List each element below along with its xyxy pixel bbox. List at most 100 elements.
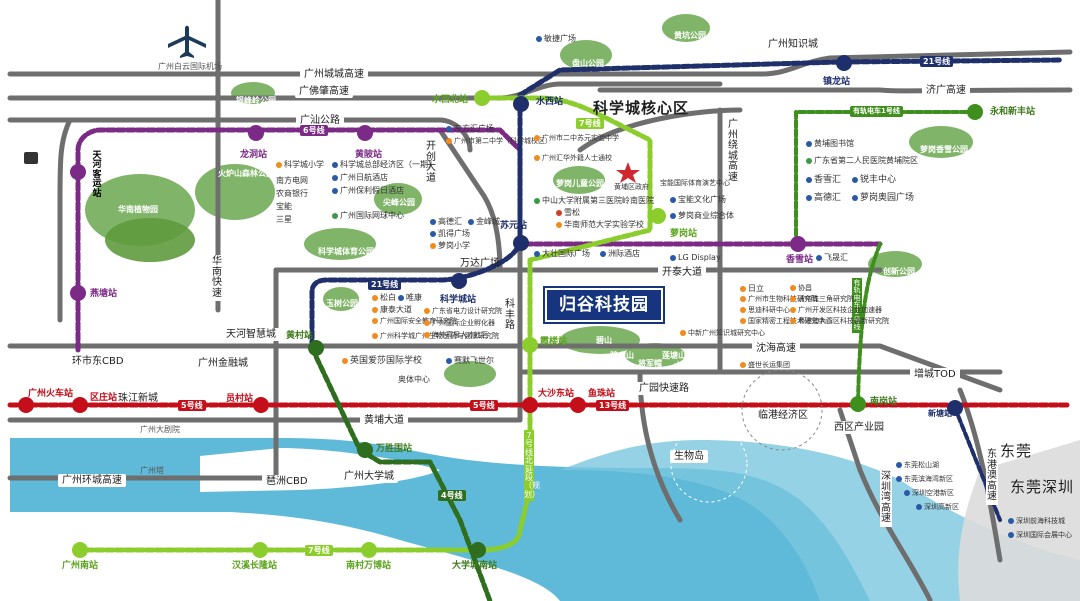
poi-item[interactable]: 宝能文化广场 — [670, 196, 726, 204]
station-marker[interactable] — [72, 397, 88, 413]
station-label[interactable]: 燕塘站 — [90, 289, 118, 299]
station-marker[interactable] — [513, 96, 529, 112]
station-label[interactable]: 员村站 — [226, 394, 254, 404]
station-marker[interactable] — [650, 208, 666, 224]
station-label[interactable]: 永和新丰站 — [990, 107, 1036, 117]
station-marker[interactable] — [470, 542, 486, 558]
station-label[interactable]: 萝岗站 — [670, 229, 698, 239]
station-marker[interactable] — [308, 340, 324, 356]
station-marker[interactable] — [361, 542, 377, 558]
poi-item[interactable]: 高德汇 — [430, 218, 462, 226]
poi-item[interactable]: 日立 — [740, 285, 764, 293]
station-marker[interactable] — [70, 164, 86, 180]
station-label[interactable]: 南村万博站 — [346, 561, 392, 571]
station-label[interactable]: 镇龙站 — [823, 77, 851, 87]
station-label[interactable]: 大沙东站 — [538, 389, 575, 399]
poi-item[interactable]: 广州国际安全教育研究院 — [372, 318, 457, 325]
poi-item[interactable]: 凯得广场 — [430, 230, 470, 238]
poi-item[interactable]: 敏捷广场 — [536, 35, 576, 43]
poi-item[interactable]: 南方电网 — [276, 177, 308, 185]
poi-item[interactable]: 宝能国际体育演艺中心 — [660, 180, 730, 187]
poi-item[interactable]: 东莞松山湖 — [896, 462, 939, 469]
poi-item[interactable]: LG Display — [670, 254, 721, 262]
poi-item[interactable]: 赛默飞世尔 — [446, 357, 494, 365]
station-marker[interactable] — [72, 542, 88, 558]
poi-item[interactable]: 中山大学附属第三医院岭南医院 — [534, 197, 654, 205]
station-label[interactable]: 新塘站 — [928, 409, 952, 418]
poi-item[interactable]: 广州日航酒店 — [332, 174, 388, 182]
poi-item[interactable]: 高德汇 — [806, 194, 841, 203]
station-label[interactable]: 区庄站 — [90, 393, 118, 403]
station-marker[interactable] — [253, 397, 269, 413]
station-label[interactable]: 香雪站 — [786, 255, 814, 265]
poi-item[interactable]: 广州市二中苏元实验中学 — [534, 135, 619, 142]
poi-item[interactable]: 农商银行 — [276, 190, 308, 198]
station-label[interactable]: 广州火车站 — [28, 389, 74, 399]
station-marker[interactable] — [474, 90, 490, 106]
station-marker[interactable] — [18, 397, 34, 413]
station-marker[interactable] — [451, 273, 467, 289]
poi-item[interactable]: 广州保利假日酒店 — [332, 187, 404, 195]
station-label[interactable]: 龙洞站 — [240, 150, 268, 160]
poi-item[interactable]: 萝岗商业综合体 — [670, 212, 734, 220]
station-label[interactable]: 天河客运站 — [92, 151, 102, 199]
poi-item[interactable]: 粤港澳大湾区科技创新研究院 — [790, 318, 889, 325]
station-label[interactable]: 科学城站 — [440, 295, 477, 305]
poi-item[interactable]: 深圳空港新区 — [904, 490, 954, 497]
poi-item[interactable]: 广州国际网球中心 — [332, 212, 404, 220]
station-marker[interactable] — [850, 396, 866, 412]
poi-item[interactable]: 洲际酒店 — [600, 250, 640, 258]
poi-item[interactable]: 深圳国际会展中心 — [1008, 532, 1072, 539]
station-marker[interactable] — [513, 235, 529, 251]
station-marker[interactable] — [357, 125, 373, 141]
poi-item[interactable]: 奥体中心 — [398, 376, 430, 384]
station-marker[interactable] — [248, 125, 264, 141]
poi-item[interactable]: 盛世长运集团 — [740, 362, 790, 369]
poi-item[interactable]: 海外高层人才社区 — [424, 332, 488, 339]
poi-item[interactable]: 科学城小学 — [276, 161, 324, 169]
station-marker[interactable] — [522, 397, 538, 413]
poi-item[interactable]: 中新广州知识城研究中心 — [680, 330, 765, 337]
poi-item[interactable]: 锐丰中心 — [852, 176, 896, 185]
station-marker[interactable] — [357, 442, 373, 458]
station-label[interactable]: 苏元站 — [500, 221, 528, 231]
station-marker[interactable] — [570, 397, 586, 413]
station-marker[interactable] — [522, 337, 538, 353]
poi-item[interactable]: 飞晟汇 — [816, 254, 848, 262]
poi-item[interactable]: 康泰大道 — [372, 306, 412, 314]
poi-item[interactable]: 广州开发区科技企业加速器 — [790, 307, 882, 314]
poi-item[interactable]: 华南师范大学实验学校 — [556, 221, 644, 229]
poi-item[interactable]: 广东省第二人民医院黄埔院区 — [806, 157, 918, 165]
poi-item[interactable]: 唯康 — [398, 294, 422, 302]
poi-item[interactable]: 广州汇华外籍人士通校 — [534, 155, 612, 162]
poi-item[interactable]: 金峰城 — [468, 218, 500, 226]
poi-item[interactable]: 大壮国际广场 — [534, 250, 590, 258]
station-label[interactable]: 黄陂站 — [355, 150, 383, 160]
poi-item[interactable]: 三星 — [276, 216, 292, 224]
poi-item[interactable]: 思迪科研中心 — [740, 307, 790, 314]
station-label[interactable]: 万胜围站 — [376, 444, 413, 454]
poi-item[interactable]: 萝岗奥园广场 — [852, 194, 914, 203]
poi-item[interactable]: 广州国际企业孵化器 — [424, 320, 495, 327]
poi-item[interactable]: 东莞滨海湾新区 — [896, 476, 953, 483]
poi-item[interactable]: 科学城总部经济区（一期） — [332, 161, 436, 169]
poi-item[interactable]: 广州市第二中学（科学城校区） — [446, 138, 552, 145]
station-label[interactable]: 汉溪长隆站 — [232, 561, 278, 571]
poi-item[interactable]: 宝能 — [276, 203, 292, 211]
poi-item[interactable]: 广州科学城广州生物医药与健康研究院 — [372, 333, 499, 340]
poi-item[interactable]: 广东省电力设计研究院 — [424, 308, 502, 315]
station-label[interactable]: 水西北站 — [432, 95, 469, 105]
poi-item[interactable]: 雪松 — [556, 209, 580, 217]
station-label[interactable]: 广州南站 — [62, 561, 99, 571]
station-label[interactable]: 霞楼站 — [540, 337, 568, 347]
poi-item[interactable]: 清华珠三角研究院 — [790, 296, 854, 303]
poi-item[interactable]: 香雪汇 — [806, 176, 841, 185]
station-label[interactable]: 黄村站 — [286, 331, 314, 341]
station-marker[interactable] — [70, 285, 86, 301]
poi-item[interactable]: 深圳高新区 — [916, 504, 959, 511]
station-marker[interactable] — [252, 542, 268, 558]
station-marker[interactable] — [947, 400, 963, 416]
poi-item[interactable]: 深圳前海科技城 — [1008, 518, 1065, 525]
poi-item[interactable]: 黄埔图书馆 — [806, 140, 854, 148]
poi-item[interactable]: 萝岗小学 — [430, 242, 470, 250]
